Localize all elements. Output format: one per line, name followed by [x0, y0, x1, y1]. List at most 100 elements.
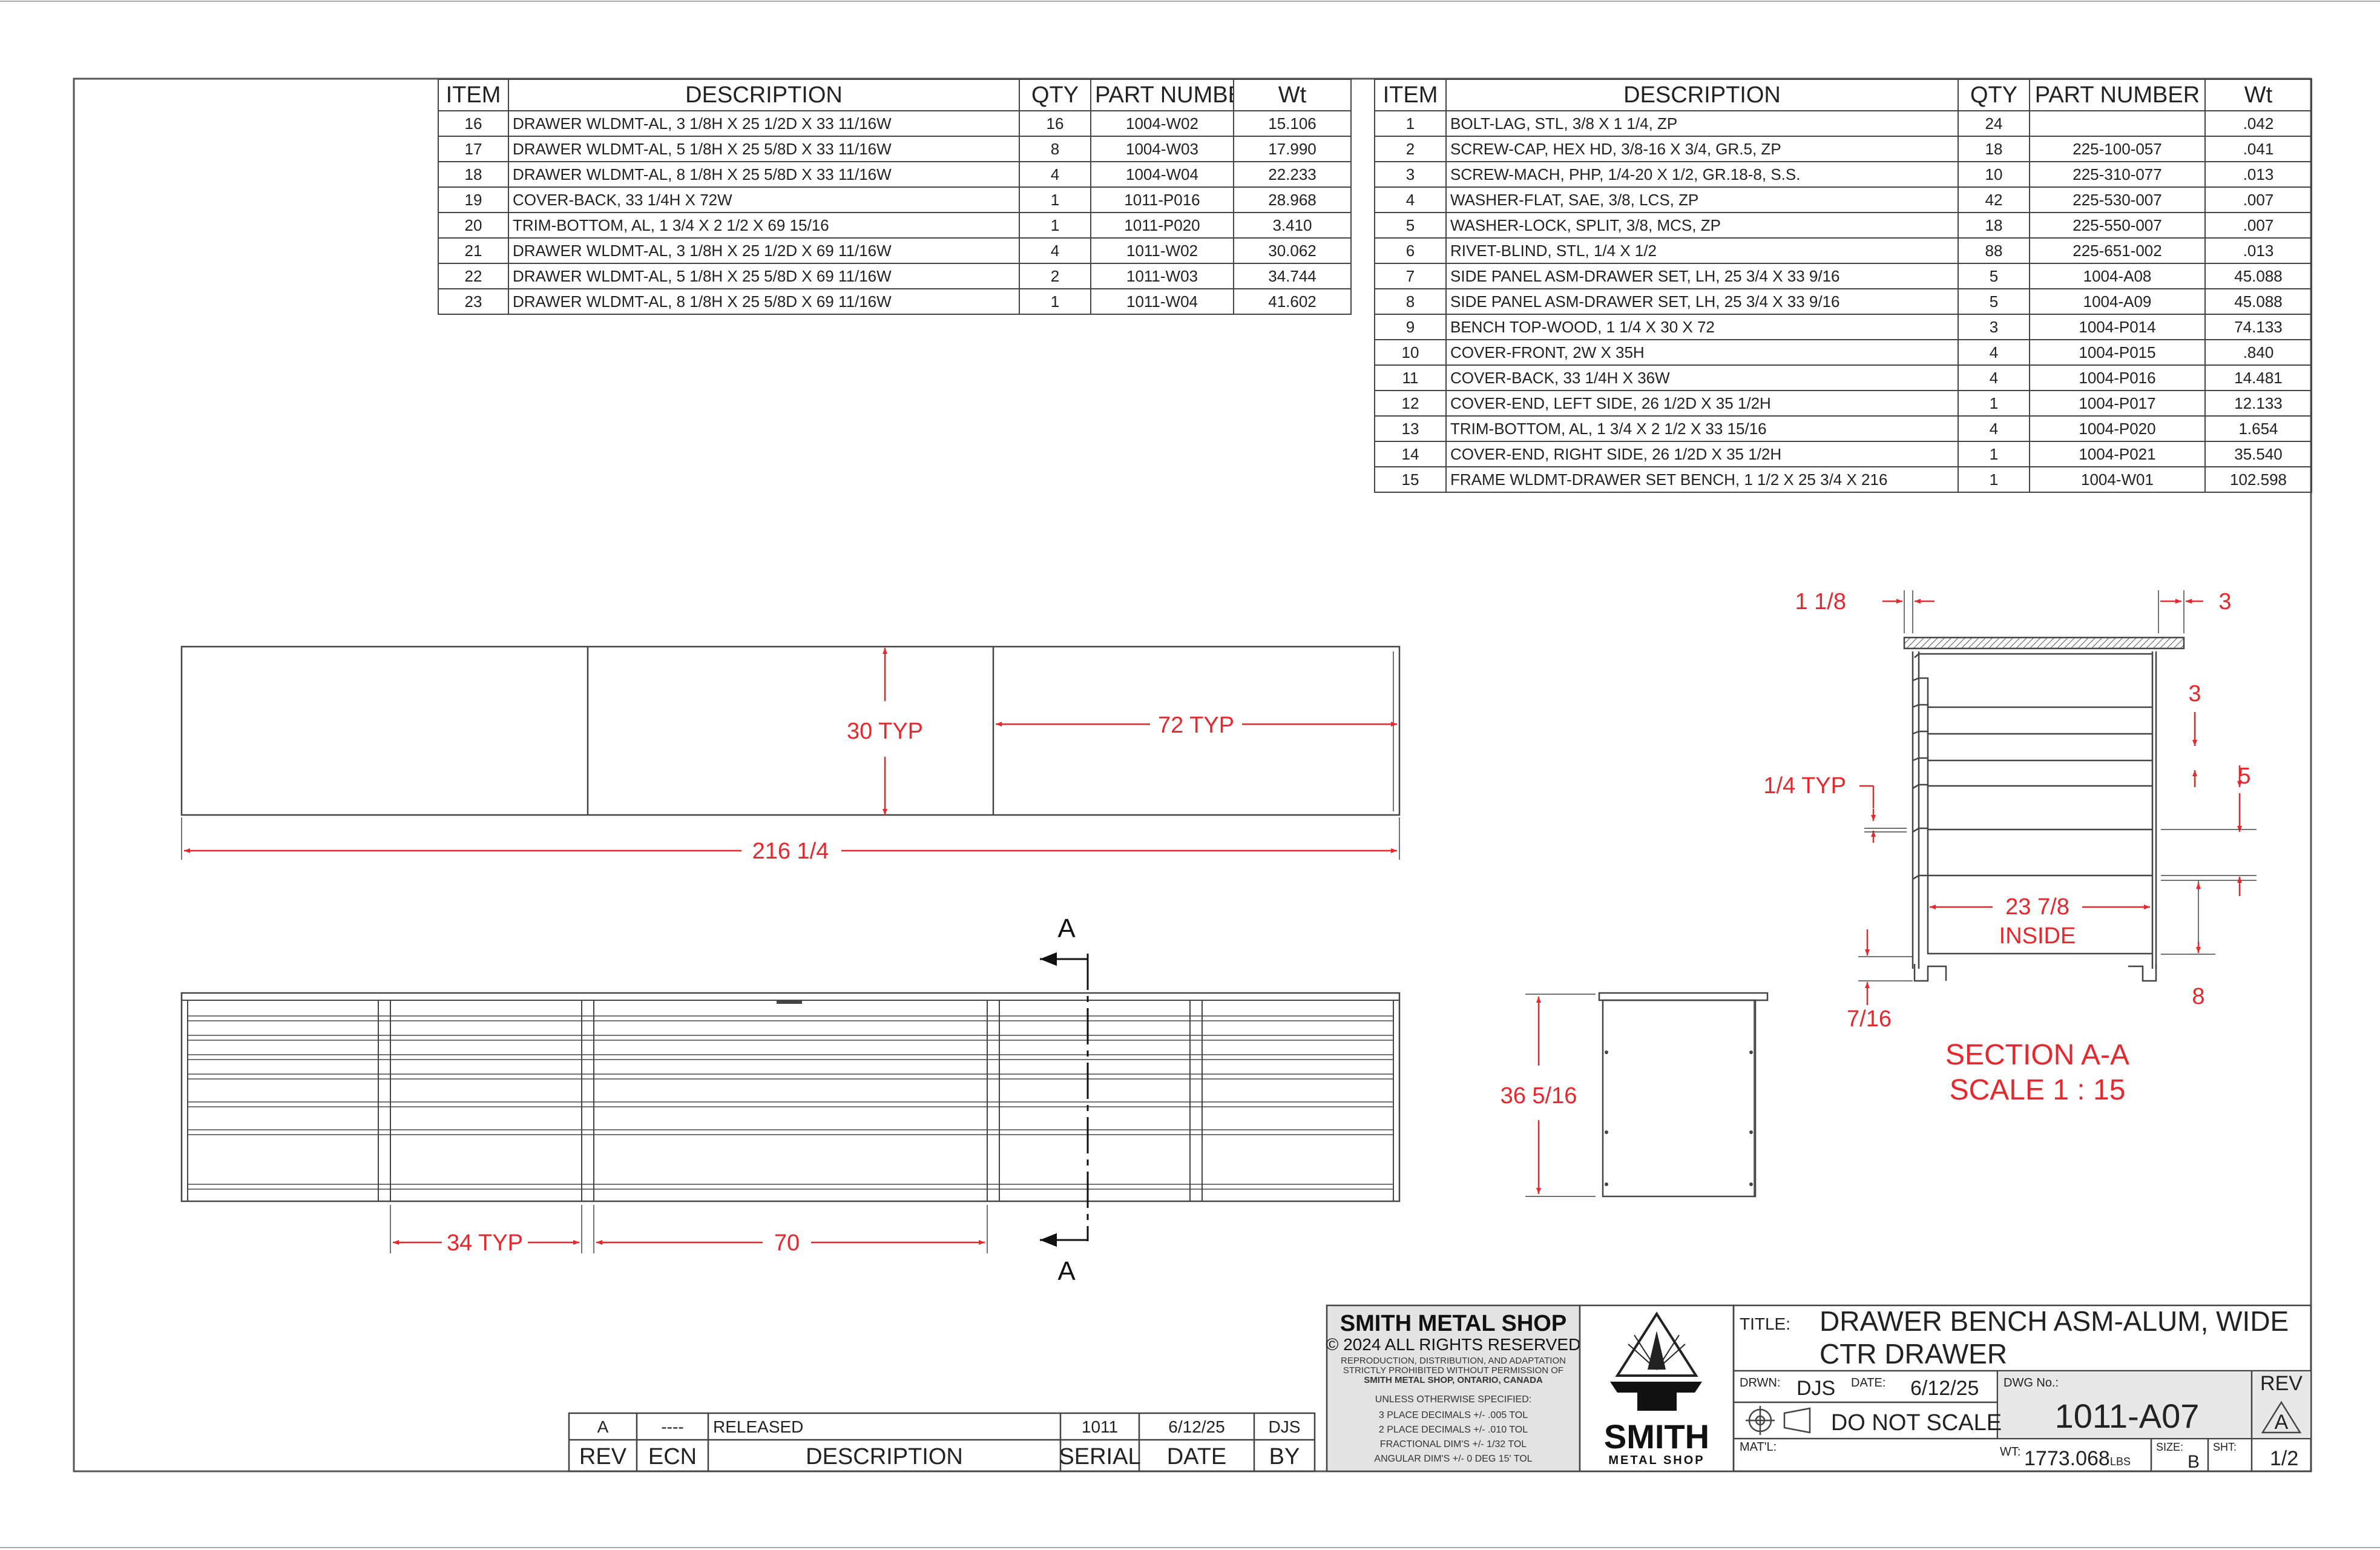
bom-cell-item: 3 — [1374, 161, 1447, 188]
bom-cell-item: 20 — [438, 212, 509, 239]
bom-cell-qty: 1 — [1019, 186, 1091, 213]
tolerance-1: 3 PLACE DECIMALS +/- .005 TOL — [1379, 1410, 1528, 1420]
bom-cell-part-number: 1004-W01 — [2029, 466, 2206, 493]
projection-symbol-icon — [1746, 1406, 1811, 1435]
dim-1-1-8: 1 1/8 — [1795, 589, 1846, 615]
bom-cell-weight: .840 — [2204, 339, 2312, 366]
bom-cell-item: 10 — [1374, 339, 1447, 366]
dim-3-top: 3 — [2218, 589, 2231, 615]
bom-cell-part-number: 1011-W04 — [1090, 288, 1234, 315]
bom-cell-weight: 30.062 — [1233, 237, 1352, 264]
smith-logo: SMITH METAL SHOP — [1579, 1304, 1735, 1472]
bom-header-part-number: PART NUMBER — [2029, 79, 2206, 111]
bom-cell-part-number: 225-310-077 — [2029, 161, 2206, 188]
bom-cell-description: DRAWER WLDMT-AL, 8 1/8H X 25 5/8D X 69 1… — [508, 288, 1020, 315]
total-weight: 1773.068 — [2024, 1447, 2110, 1470]
bom-cell-qty: 8 — [1019, 136, 1091, 162]
bom-cell-part-number: 1011-P016 — [1090, 186, 1234, 213]
bom-cell-qty: 18 — [1958, 136, 2030, 162]
bom-cell-qty: 4 — [1958, 339, 2030, 366]
bom-header-weight: Wt — [1233, 79, 1352, 111]
bom-cell-weight: 74.133 — [2204, 314, 2312, 340]
bom-header-item: ITEM — [1374, 79, 1447, 111]
dim-30-typ: 30 TYP — [847, 719, 923, 744]
drawing-title-line-2: CTR DRAWER — [1820, 1338, 2007, 1370]
bom-cell-qty: 1 — [1958, 441, 2030, 467]
dim-8: 8 — [2192, 984, 2204, 1009]
title-label: TITLE: — [1740, 1314, 1790, 1333]
bom-header-qty: QTY — [1958, 79, 2030, 111]
bom-cell-description: SIDE PANEL ASM-DRAWER SET, LH, 25 3/4 X … — [1445, 288, 1959, 315]
drawn-label: DRWN: — [1740, 1376, 1780, 1390]
bom-cell-description: RIVET-BLIND, STL, 1/4 X 1/2 — [1445, 237, 1959, 264]
section-cut-line — [1040, 952, 1089, 1247]
bom-cell-item: 21 — [438, 237, 509, 264]
section-scale: SCALE 1 : 15 — [1950, 1074, 2126, 1106]
bom-cell-part-number: 1004-A08 — [2029, 263, 2206, 289]
company-name: SMITH METAL SHOP — [1340, 1311, 1566, 1336]
bom-header-description: DESCRIPTION — [508, 79, 1020, 111]
bom-cell-description: DRAWER WLDMT-AL, 5 1/8H X 25 5/8D X 33 1… — [508, 136, 1020, 162]
bom-cell-item: 16 — [438, 110, 509, 137]
bom-cell-part-number: 1004-W03 — [1090, 136, 1234, 162]
dim-72-typ: 72 TYP — [1158, 713, 1234, 738]
bom-cell-weight: 12.133 — [2204, 390, 2312, 417]
weight-unit: LBS — [2110, 1456, 2131, 1468]
bom-cell-item: 23 — [438, 288, 509, 315]
bom-cell-item: 6 — [1374, 237, 1447, 264]
rev-header-date: DATE — [1167, 1444, 1227, 1469]
dim-34-typ: 34 TYP — [447, 1230, 523, 1256]
bom-cell-description: COVER-BACK, 33 1/4H X 36W — [1445, 364, 1959, 391]
bom-cell-part-number: 1011-W02 — [1090, 237, 1234, 264]
bom-cell-weight: 45.088 — [2204, 263, 2312, 289]
logo-sub: METAL SHOP — [1608, 1454, 1704, 1467]
bom-cell-weight: 14.481 — [2204, 364, 2312, 391]
bom-cell-qty: 2 — [1019, 263, 1091, 289]
top-view — [180, 645, 1401, 816]
bom-cell-weight: 41.602 — [1233, 288, 1352, 315]
bom-header-item: ITEM — [438, 79, 509, 111]
bom-cell-description: COVER-FRONT, 2W X 35H — [1445, 339, 1959, 366]
bom-cell-description: TRIM-BOTTOM, AL, 1 3/4 X 2 1/2 X 33 15/1… — [1445, 415, 1959, 442]
company-legal-3: SMITH METAL SHOP, ONTARIO, CANADA — [1364, 1375, 1543, 1385]
bom-cell-part-number: 1011-P020 — [1090, 212, 1234, 239]
bom-cell-item: 5 — [1374, 212, 1447, 239]
bom-cell-qty: 16 — [1019, 110, 1091, 137]
bom-cell-part-number: 1004-P015 — [2029, 339, 2206, 366]
bom-cell-qty: 4 — [1958, 364, 2030, 391]
company-rights: © 2024 ALL RIGHTS RESERVED — [1326, 1335, 1581, 1354]
bom-cell-item: 13 — [1374, 415, 1447, 442]
bom-cell-weight: .042 — [2204, 110, 2312, 137]
side-view-dimensions — [1525, 994, 1596, 1197]
bom-cell-description: COVER-END, RIGHT SIDE, 26 1/2D X 35 1/2H — [1445, 441, 1959, 467]
dim-inside: INSIDE — [1999, 923, 2076, 949]
rev-label: REV — [2260, 1372, 2303, 1395]
dim-23-7-8: 23 7/8 — [2005, 894, 2069, 920]
rev-row-date: 6/12/25 — [1168, 1417, 1225, 1436]
sheet-size: B — [2188, 1452, 2200, 1472]
bom-cell-weight: 17.990 — [1233, 136, 1352, 162]
dim-7-16: 7/16 — [1847, 1006, 1892, 1032]
bom-header-weight: Wt — [2204, 79, 2312, 111]
rev-row-by: DJS — [1269, 1417, 1301, 1436]
bom-cell-qty: 5 — [1958, 288, 2030, 315]
bom-cell-item: 4 — [1374, 186, 1447, 213]
bom-cell-qty: 4 — [1019, 161, 1091, 188]
revision-triangle-icon — [2261, 1400, 2302, 1434]
dim-3: 3 — [2188, 681, 2201, 707]
bom-cell-description: BENCH TOP-WOOD, 1 1/4 X 30 X 72 — [1445, 314, 1959, 340]
bom-cell-weight: .007 — [2204, 186, 2312, 213]
rev-row-serial: 1011 — [1082, 1417, 1118, 1436]
bom-cell-description: SCREW-MACH, PHP, 1/4-20 X 1/2, GR.18-8, … — [1445, 161, 1959, 188]
drawing-number: 1011-A07 — [2055, 1397, 2200, 1435]
